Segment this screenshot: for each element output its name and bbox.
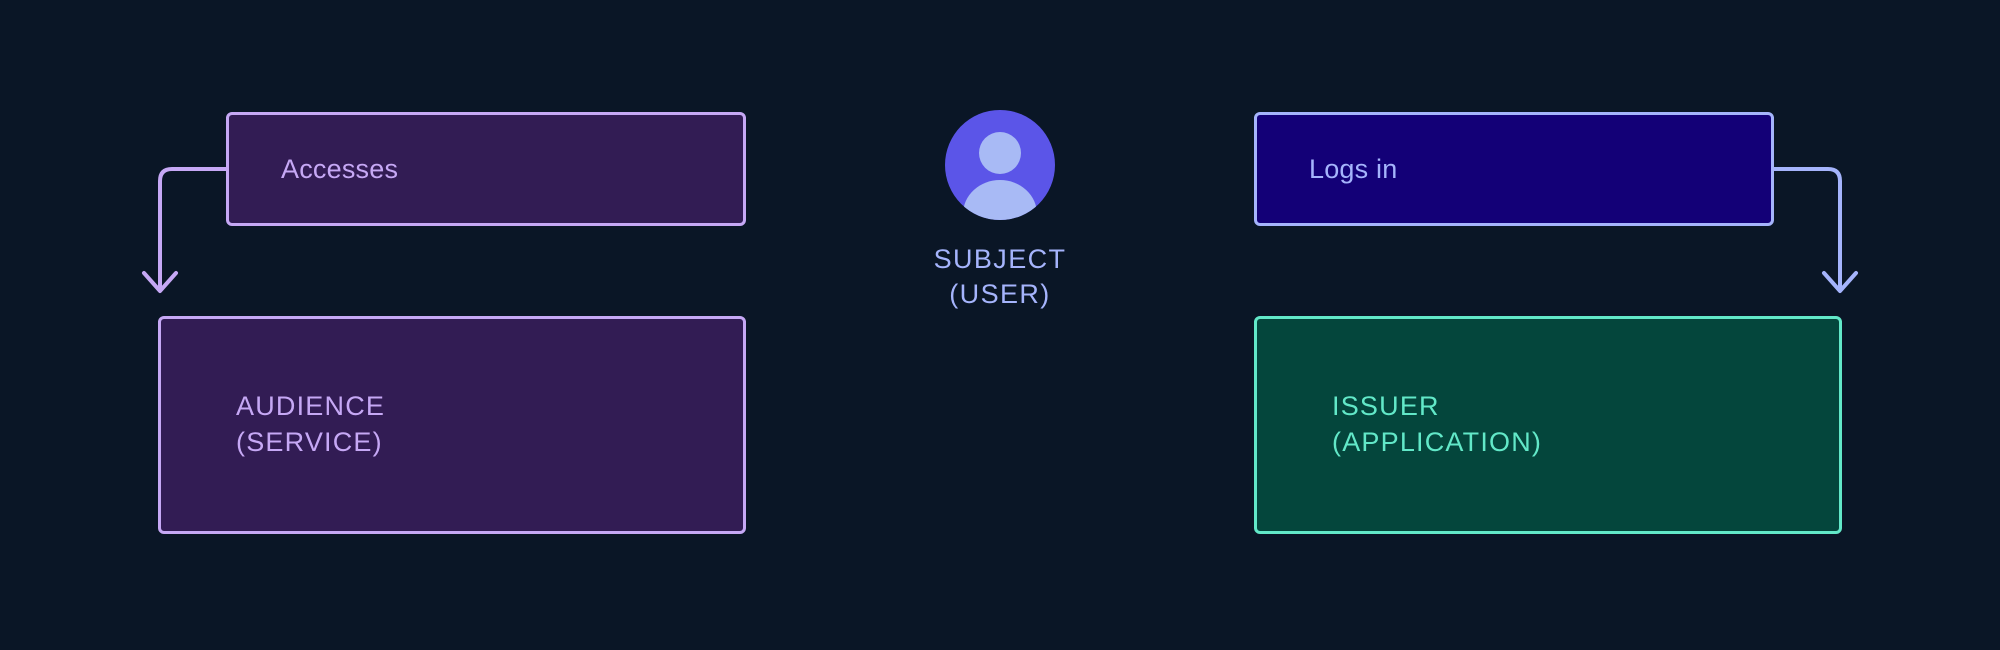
connector-logs-in-to-issuer bbox=[1772, 167, 1858, 293]
node-issuer[interactable]: ISSUER (APPLICATION) bbox=[1254, 316, 1842, 534]
arrowhead-down-right bbox=[1822, 271, 1858, 293]
node-logs-in[interactable]: Logs in bbox=[1254, 112, 1774, 226]
connector-accesses-to-audience bbox=[142, 167, 228, 293]
subject-caption: SUBJECT (USER) bbox=[933, 244, 1067, 310]
node-accesses[interactable]: Accesses bbox=[226, 112, 746, 226]
node-issuer-label: ISSUER (APPLICATION) bbox=[1332, 391, 1543, 457]
subject-group[interactable]: SUBJECT (USER) bbox=[880, 110, 1120, 312]
node-logs-in-label: Logs in bbox=[1309, 153, 1398, 184]
node-audience[interactable]: AUDIENCE (SERVICE) bbox=[158, 316, 746, 534]
node-accesses-label: Accesses bbox=[281, 153, 399, 184]
user-avatar-icon bbox=[945, 110, 1055, 220]
arrowhead-down-left bbox=[142, 271, 178, 293]
node-audience-label: AUDIENCE (SERVICE) bbox=[236, 391, 386, 457]
